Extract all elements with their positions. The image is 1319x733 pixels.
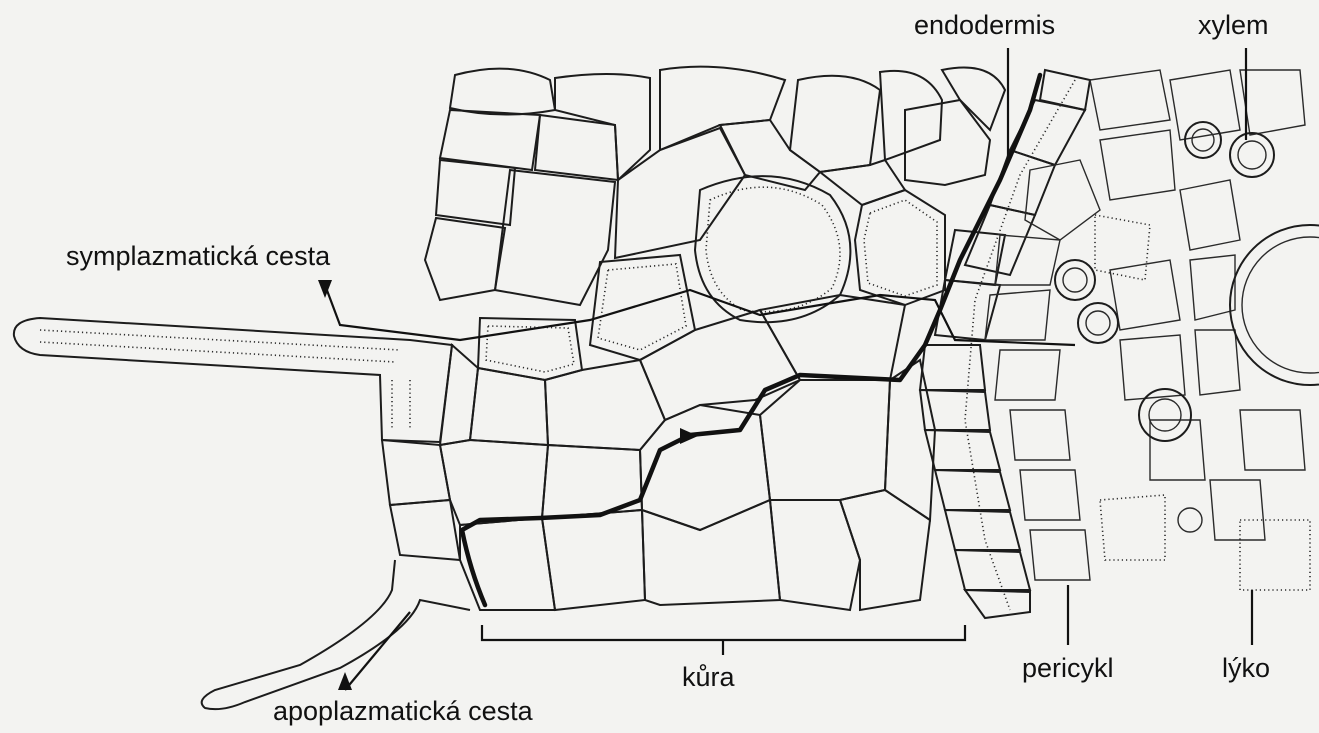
label-endodermis: endodermis (914, 12, 1055, 39)
label-cortex: kůra (682, 664, 735, 691)
stippled-cells (478, 176, 945, 380)
stele-cells (985, 70, 1305, 580)
apoplasmic-route (462, 75, 1040, 605)
root-hair-upper (14, 318, 452, 442)
cortex-bracket (482, 625, 965, 655)
label-symplasmic-route: symplazmatická cesta (66, 243, 330, 270)
label-apoplasmic-route: apoplazmatická cesta (273, 698, 533, 725)
phloem-clusters (1095, 215, 1310, 590)
route-arrowhead (680, 428, 698, 444)
label-phloem: lýko (1222, 655, 1270, 682)
root-hair-lower (202, 560, 470, 709)
apoplasmic-leader (345, 612, 410, 690)
cortex-cells (425, 67, 1005, 305)
apoplasmic-arrowhead (338, 672, 352, 690)
label-xylem: xylem (1198, 12, 1269, 39)
label-pericycle: pericykl (1022, 655, 1114, 682)
